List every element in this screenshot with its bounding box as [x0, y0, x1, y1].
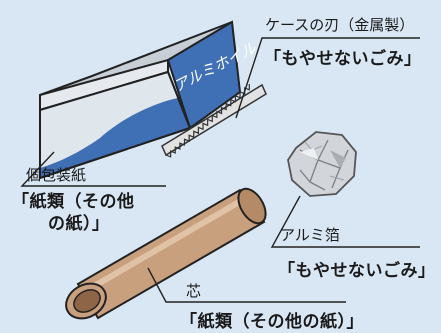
foil-category: 「もやせないごみ」 — [278, 261, 436, 281]
core-category: 「紙類（その他の紙）」 — [180, 312, 364, 332]
cardboard-tube — [65, 187, 267, 320]
foil-box: アルミホイル — [39, 20, 260, 180]
leader-blade — [235, 37, 420, 119]
wrapper-category-line2: の紙）」 — [48, 214, 110, 234]
leader-wrapper — [20, 151, 166, 187]
blade-name: ケースの刃（金属製） — [265, 16, 415, 34]
foil-name: アルミ箔 — [280, 226, 340, 244]
case-blade — [161, 83, 267, 158]
wrapper-name: 個包装紙 — [26, 166, 87, 184]
core-name: 芯 — [186, 282, 202, 300]
foil-ball — [287, 131, 357, 197]
wrapper-category-line1: 「紙類（その他 — [12, 192, 135, 212]
leader-core — [147, 267, 346, 303]
leader-foil — [270, 195, 420, 248]
leader-lines — [20, 37, 420, 303]
blade-category: 「もやせないごみ」 — [264, 49, 422, 69]
